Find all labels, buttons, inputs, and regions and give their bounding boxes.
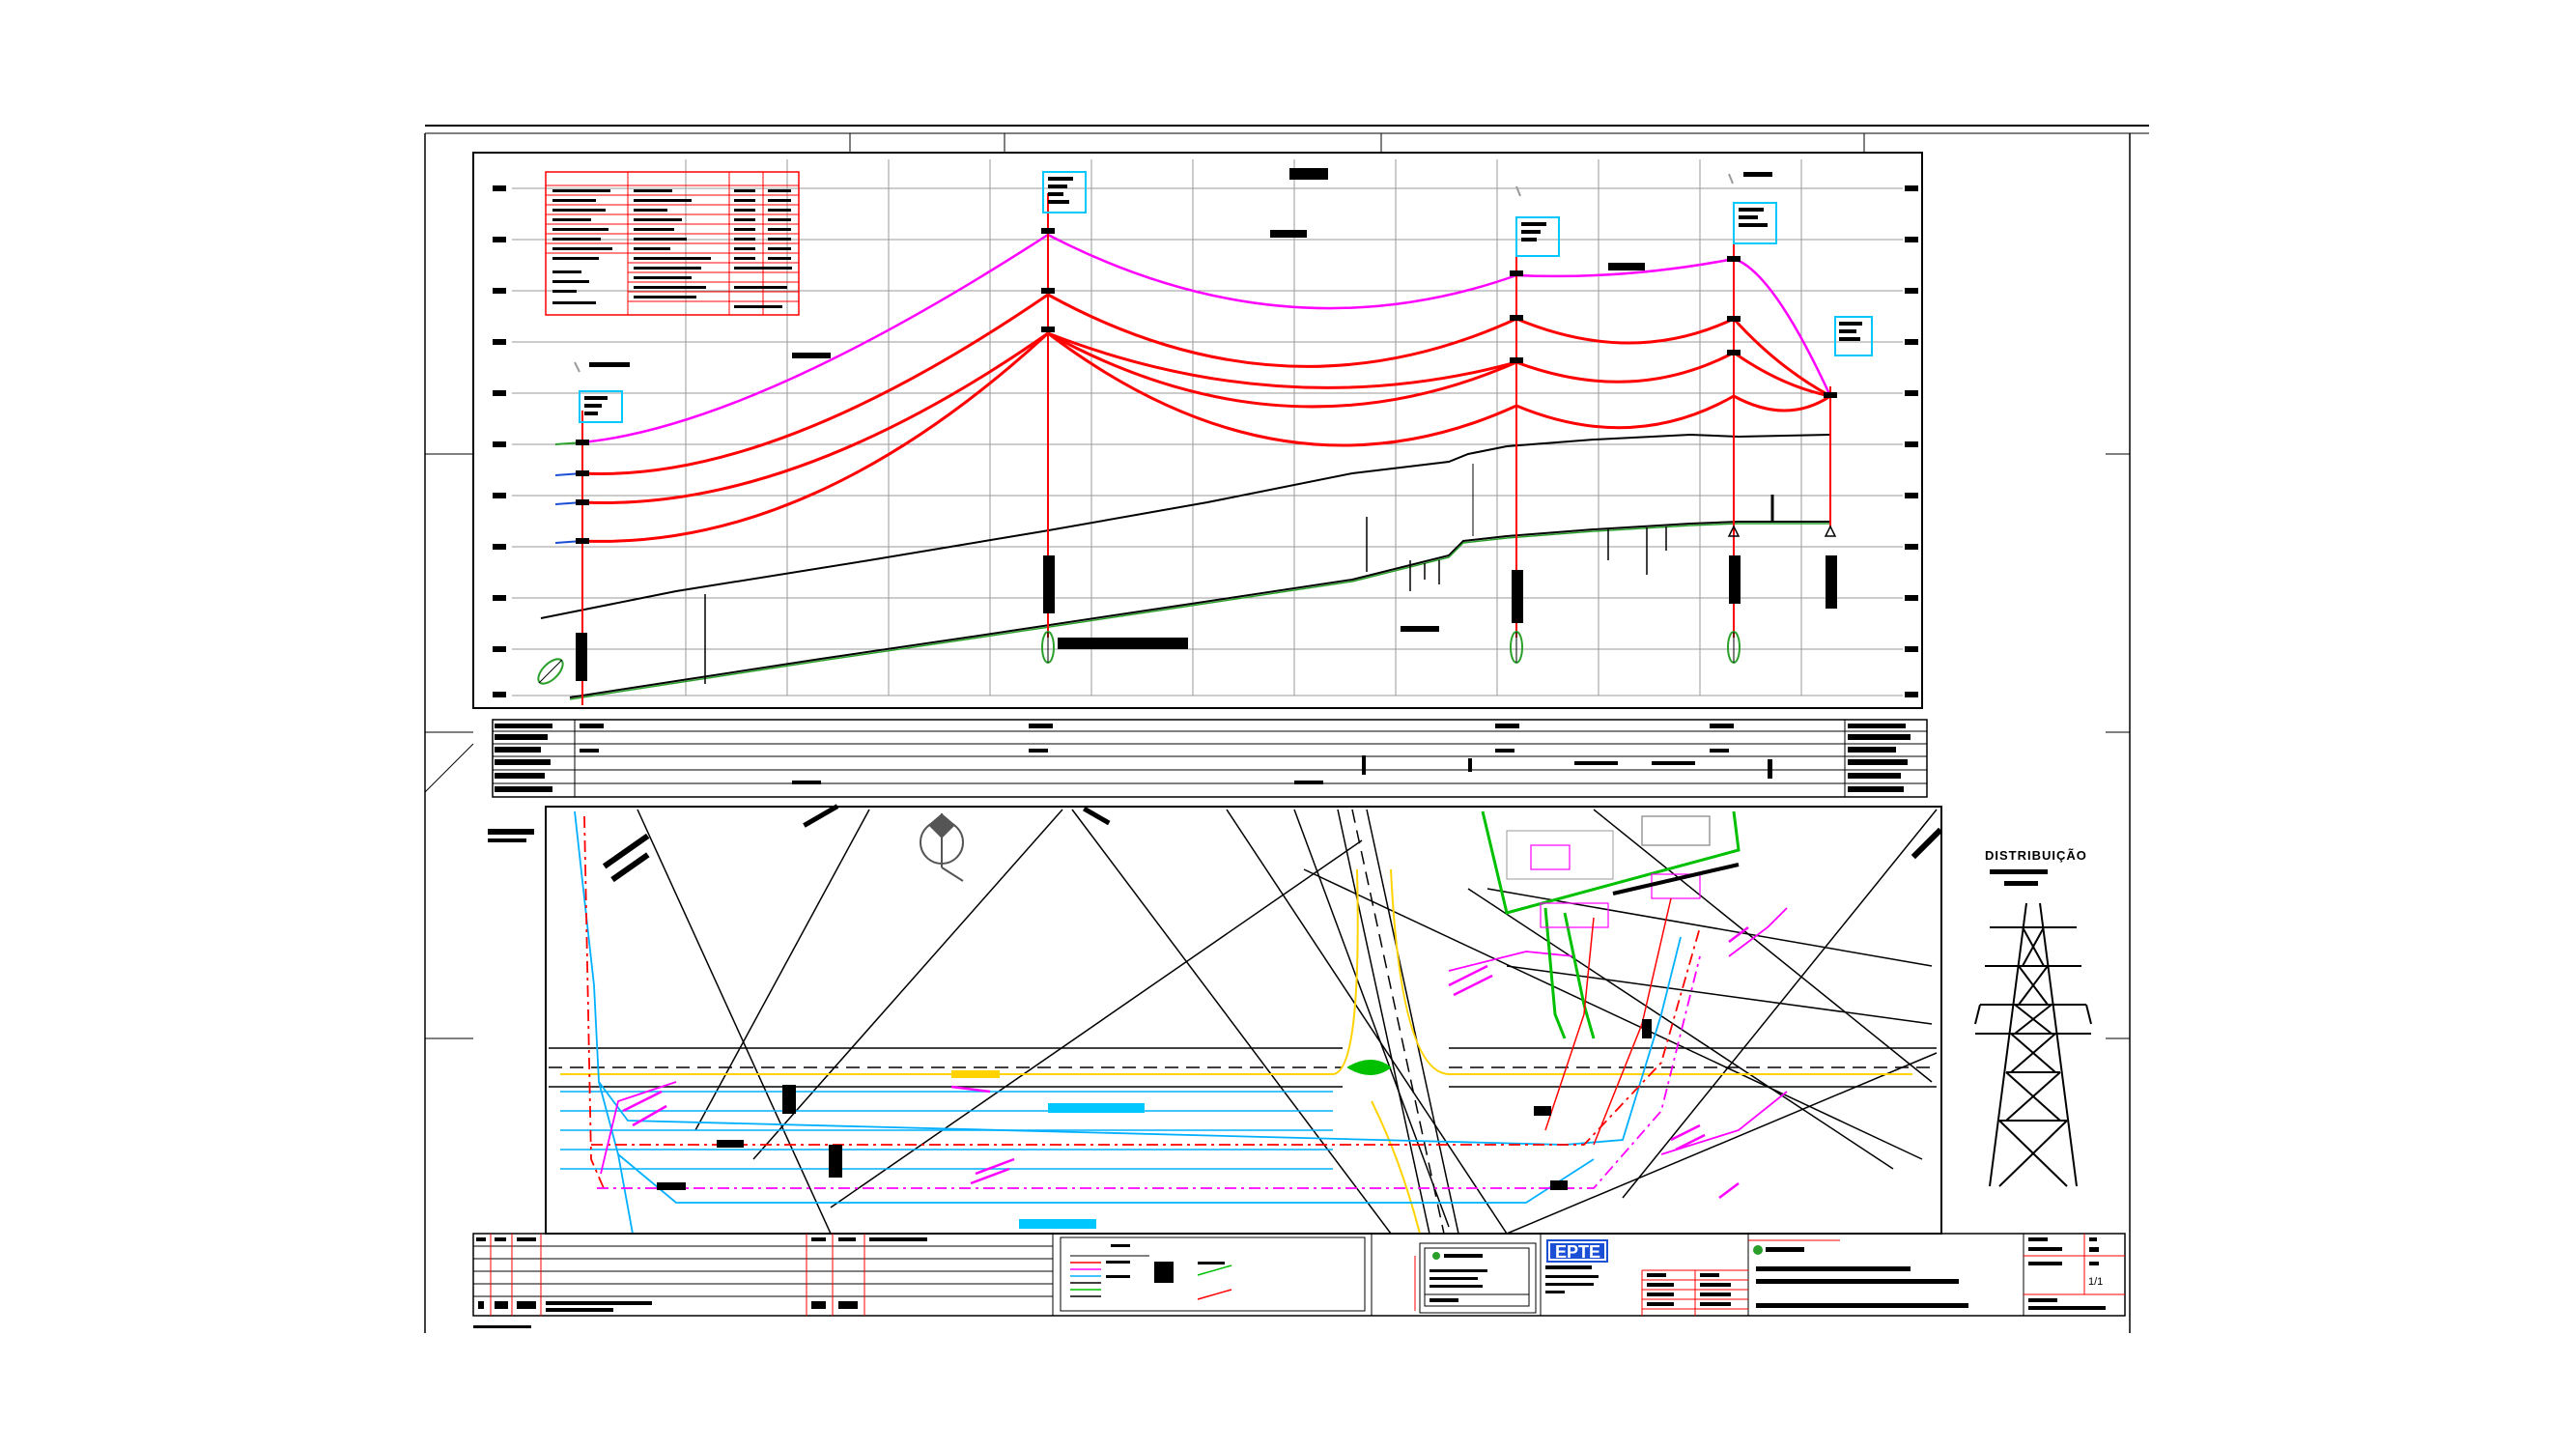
plan-annotations — [602, 804, 1943, 1229]
tower-elevation: DISTRIBUIÇÃO — [1974, 848, 2092, 1187]
profile-annotations — [792, 168, 1645, 649]
structure-5 — [1824, 316, 1873, 609]
elevation-ticks — [493, 185, 1918, 697]
line-start-terminations — [554, 441, 583, 544]
sheet-frame — [424, 125, 2149, 1333]
company-logo-text: EPTE — [1555, 1242, 1600, 1262]
lattice-tower-icon — [1974, 902, 2092, 1187]
terrain-profile — [540, 433, 1831, 700]
road — [549, 809, 1937, 1235]
line-profile — [472, 152, 1923, 709]
plan-magenta-labels — [622, 926, 1749, 1199]
conductors — [581, 293, 1831, 543]
plan-view — [488, 804, 1943, 1235]
company-block: EPTE — [1545, 1239, 1748, 1316]
structure-2 — [1041, 171, 1087, 664]
company-logo-icon — [1550, 1243, 1604, 1259]
sheet-number-block: 1/1 — [2024, 1234, 2125, 1310]
sheet-number: 1/1 — [2088, 1276, 2103, 1288]
revision-table — [473, 1234, 1053, 1328]
north-arrow-icon — [920, 813, 964, 882]
substation — [1481, 810, 1741, 1146]
legend-box — [1060, 1236, 1366, 1312]
structure-4 — [1727, 172, 1777, 664]
structure-1 — [537, 361, 630, 705]
plan-grid-lines — [637, 809, 1938, 1235]
structure-3 — [1510, 185, 1560, 664]
profile-info-table — [545, 171, 800, 316]
project-description — [1748, 1239, 1968, 1308]
location-key — [1414, 1242, 1537, 1314]
profile-data-table — [492, 719, 1928, 798]
cable-routes — [574, 810, 1788, 1235]
profile-grid — [512, 159, 1903, 696]
title-block: EPTE — [472, 1233, 2126, 1328]
tower-caption: DISTRIBUIÇÃO — [1985, 848, 2087, 863]
